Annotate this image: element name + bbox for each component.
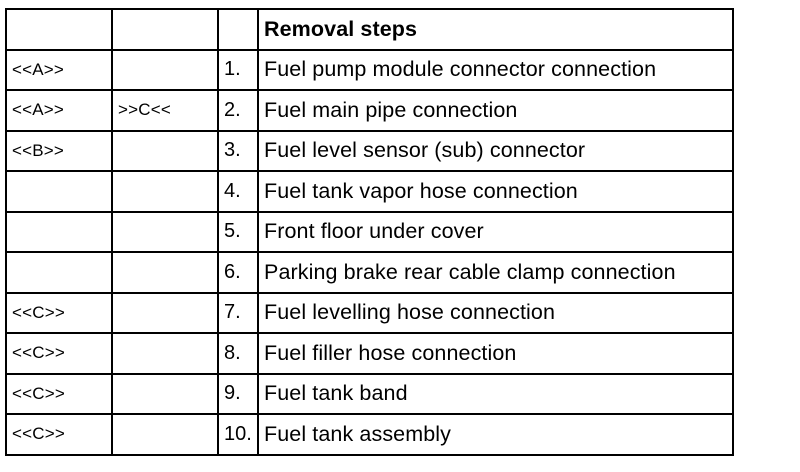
- row-step-description: Fuel main pipe connection: [257, 89, 734, 132]
- row-step-number: 6.: [217, 251, 259, 294]
- row-step-description: Fuel tank assembly: [257, 413, 734, 456]
- table-row: <<C>> 10. Fuel tank assembly: [5, 413, 734, 456]
- row-step-number: 5.: [217, 210, 259, 253]
- row-step-description: Fuel levelling hose connection: [257, 291, 734, 334]
- row-reference-b: [111, 210, 219, 253]
- row-reference-a: <<C>>: [5, 372, 113, 415]
- row-reference-b: [111, 413, 219, 456]
- row-step-number: 9.: [217, 372, 259, 415]
- row-reference-b: [111, 48, 219, 91]
- row-reference-b: [111, 129, 219, 172]
- table-row: <<C>> 9. Fuel tank band: [5, 372, 734, 415]
- row-reference-a: <<A>>: [5, 89, 113, 132]
- header-cell-removal-steps: Removal steps: [257, 8, 734, 51]
- row-step-number: 10.: [217, 413, 259, 456]
- row-reference-b: [111, 170, 219, 213]
- table-row: <<A>> 1. Fuel pump module connector conn…: [5, 48, 734, 91]
- row-step-number: 2.: [217, 89, 259, 132]
- table-row: <<B>> 3. Fuel level sensor (sub) connect…: [5, 129, 734, 172]
- row-reference-a: <<B>>: [5, 129, 113, 172]
- row-reference-a: [5, 251, 113, 294]
- table-header-row: Removal steps: [5, 8, 734, 51]
- header-cell-number: [217, 8, 259, 51]
- table-row: 5. Front floor under cover: [5, 210, 734, 253]
- row-reference-b: >>C<<: [111, 89, 219, 132]
- row-reference-a: <<C>>: [5, 413, 113, 456]
- table-row: 6. Parking brake rear cable clamp connec…: [5, 251, 734, 294]
- row-step-description: Parking brake rear cable clamp connectio…: [257, 251, 734, 294]
- header-cell-reference-b: [111, 8, 219, 51]
- row-step-description: Fuel filler hose connection: [257, 332, 734, 375]
- table-row: <<C>> 7. Fuel levelling hose connection: [5, 291, 734, 334]
- row-step-description: Fuel level sensor (sub) connector: [257, 129, 734, 172]
- row-step-number: 1.: [217, 48, 259, 91]
- row-reference-a: <<A>>: [5, 48, 113, 91]
- table-row: 4. Fuel tank vapor hose connection: [5, 170, 734, 213]
- row-step-number: 8.: [217, 332, 259, 375]
- row-reference-a: <<C>>: [5, 291, 113, 334]
- table-row: <<C>> 8. Fuel filler hose connection: [5, 332, 734, 375]
- row-step-number: 4.: [217, 170, 259, 213]
- removal-steps-table-container: Removal steps <<A>> 1. Fuel pump module …: [5, 8, 734, 456]
- row-step-description: Fuel pump module connector connection: [257, 48, 734, 91]
- row-step-number: 7.: [217, 291, 259, 334]
- removal-steps-table: Removal steps <<A>> 1. Fuel pump module …: [5, 8, 734, 456]
- row-reference-b: [111, 291, 219, 334]
- row-reference-a: <<C>>: [5, 332, 113, 375]
- row-step-description: Front floor under cover: [257, 210, 734, 253]
- row-step-description: Fuel tank band: [257, 372, 734, 415]
- header-cell-reference-a: [5, 8, 113, 51]
- row-step-number: 3.: [217, 129, 259, 172]
- row-reference-b: [111, 251, 219, 294]
- row-reference-b: [111, 372, 219, 415]
- row-reference-a: [5, 170, 113, 213]
- row-step-description: Fuel tank vapor hose connection: [257, 170, 734, 213]
- table-row: <<A>> >>C<< 2. Fuel main pipe connection: [5, 89, 734, 132]
- row-reference-b: [111, 332, 219, 375]
- row-reference-a: [5, 210, 113, 253]
